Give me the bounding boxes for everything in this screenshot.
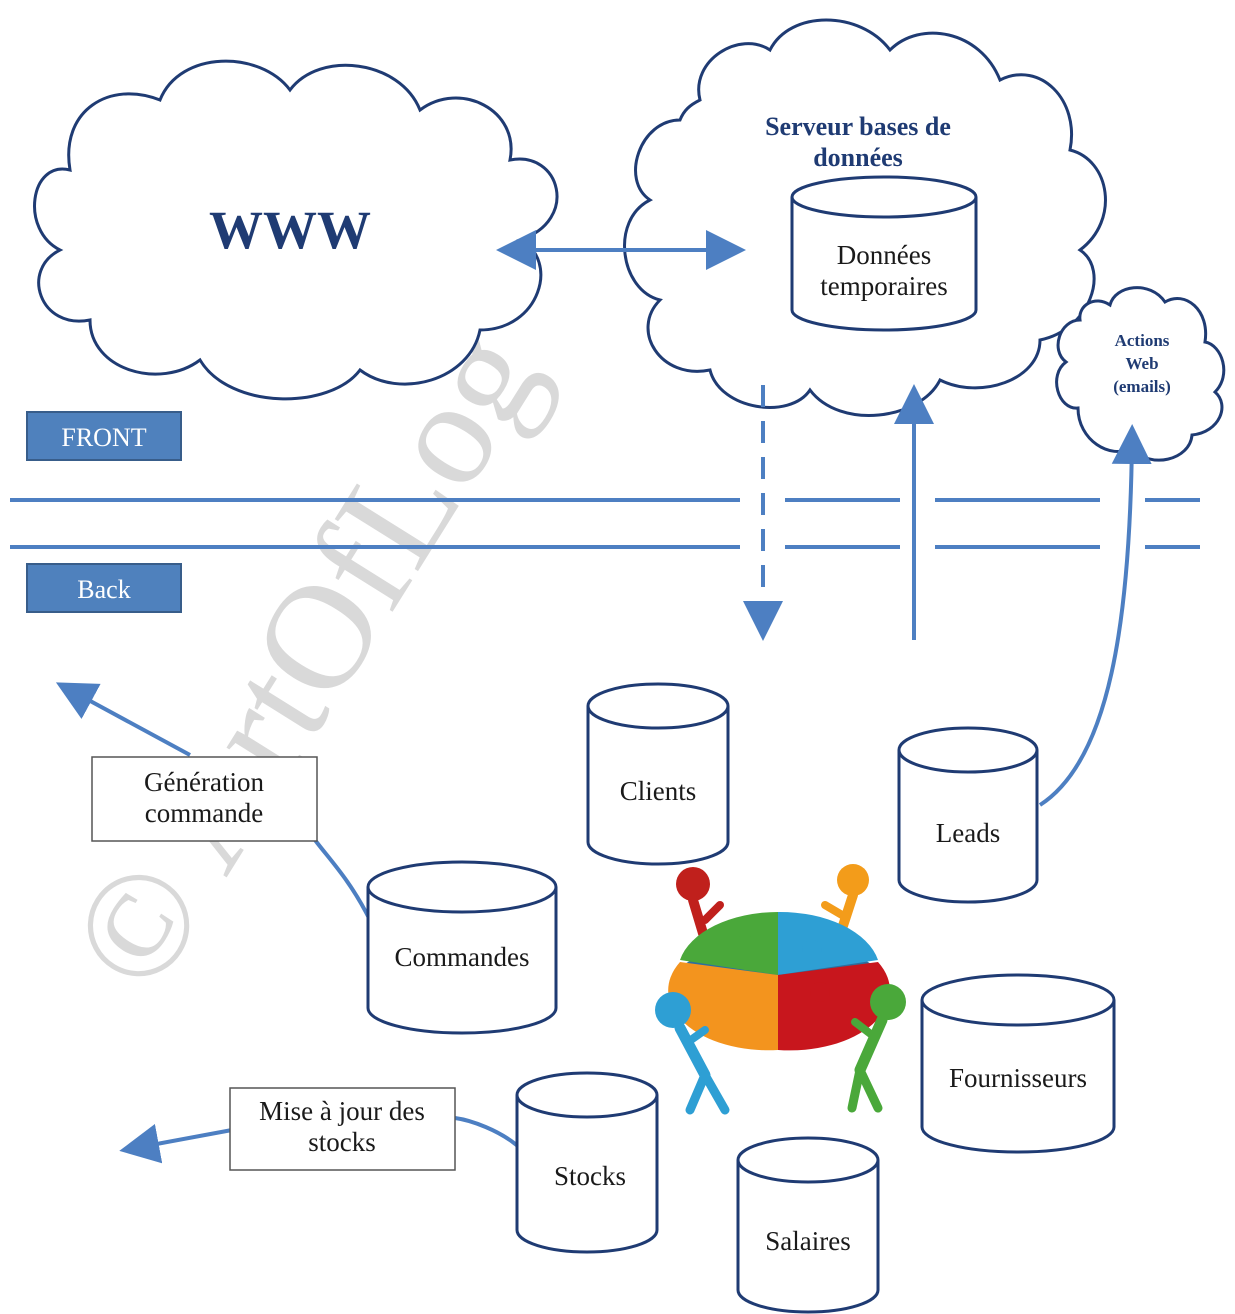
puzzle-team-illustration	[655, 864, 906, 1115]
generation-arrow	[55, 682, 191, 757]
clients-label: Clients	[620, 776, 697, 806]
salaires-label: Salaires	[765, 1226, 850, 1256]
back-label: Back	[77, 575, 130, 604]
mise-line2: stocks	[308, 1127, 376, 1157]
db-server-title-line2: données	[813, 143, 903, 172]
stocks-cylinder: Stocks	[515, 1071, 659, 1254]
green-figure-icon	[847, 984, 906, 1113]
commandes-label: Commandes	[395, 942, 530, 972]
www-cloud	[33, 59, 559, 401]
db-server-title-line1: Serveur bases de	[765, 112, 951, 141]
actions-line3: (emails)	[1113, 377, 1171, 396]
temp-data-line1: Données	[837, 240, 931, 270]
front-back-separator	[10, 498, 1200, 549]
actions-web-cloud	[1055, 286, 1226, 462]
temp-data-cylinder: Données temporaires	[790, 175, 978, 332]
fournisseurs-cylinder: Fournisseurs	[920, 973, 1116, 1154]
generation-box	[91, 756, 318, 842]
blue-figure-icon	[655, 992, 730, 1115]
actions-line2: Web	[1125, 354, 1158, 373]
stocks-label: Stocks	[554, 1161, 626, 1191]
leads-to-actions-arrow	[1038, 424, 1152, 807]
actions-line1: Actions	[1115, 331, 1170, 350]
front-label: FRONT	[61, 423, 146, 452]
mise-line1: Mise à jour des	[259, 1096, 425, 1126]
mise-box	[229, 1087, 456, 1171]
front-box	[26, 411, 182, 461]
leads-cylinder: Leads	[897, 726, 1039, 904]
mise-arrow	[119, 1123, 233, 1164]
commandes-cylinder: Commandes	[366, 860, 558, 1035]
fournisseurs-label: Fournisseurs	[949, 1063, 1087, 1093]
temp-data-line2: temporaires	[820, 271, 947, 301]
generation-line2: commande	[145, 798, 263, 828]
back-box	[26, 563, 182, 613]
generation-line1: Génération	[144, 767, 264, 797]
leads-label: Leads	[936, 818, 1000, 848]
commandes-connector	[313, 838, 372, 921]
salaires-cylinder: Salaires	[736, 1136, 880, 1314]
www-label: WWW	[209, 200, 371, 260]
clients-cylinder: Clients	[586, 682, 730, 866]
stocks-connector	[454, 1116, 522, 1150]
